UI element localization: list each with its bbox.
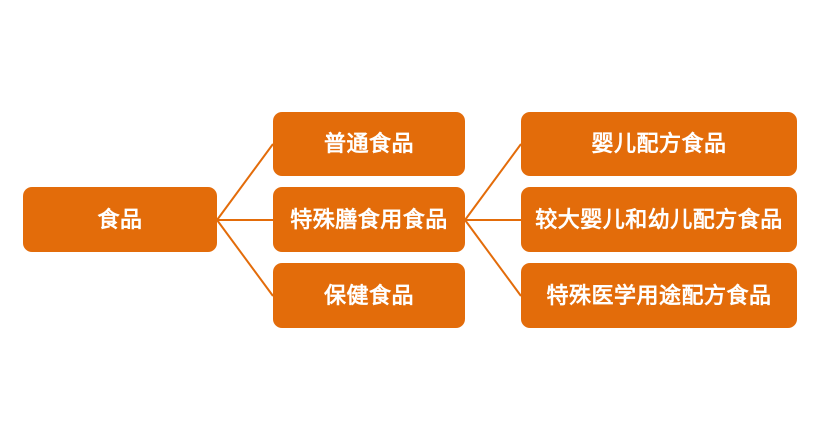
node-older-infant-toddler-formula-food: 较大婴儿和幼儿配方食品 <box>521 187 797 252</box>
node-food: 食品 <box>23 187 217 252</box>
node-health-food-label: 保健食品 <box>323 282 414 308</box>
node-older-infant-toddler-formula-food-label: 较大婴儿和幼儿配方食品 <box>535 206 783 232</box>
node-health-food: 保健食品 <box>273 263 465 328</box>
node-infant-formula-food-label: 婴儿配方食品 <box>591 131 727 156</box>
connector-root-to-ordinary-food <box>216 143 274 221</box>
node-special-dietary-food-label: 特殊膳食用食品 <box>290 206 448 232</box>
node-special-medical-purpose-formula-food: 特殊医学用途配方食品 <box>521 263 797 328</box>
connector-special-dietary-to-medical-formula <box>464 219 522 297</box>
node-ordinary-food: 普通食品 <box>273 112 465 176</box>
node-food-label: 食品 <box>97 206 143 232</box>
node-ordinary-food-label: 普通食品 <box>323 131 414 156</box>
node-infant-formula-food: 婴儿配方食品 <box>521 112 797 176</box>
connector-special-dietary-to-infant-formula <box>464 143 522 221</box>
node-special-medical-purpose-formula-food-label: 特殊医学用途配方食品 <box>546 282 772 308</box>
connector-root-to-health-food <box>216 219 274 297</box>
node-special-dietary-food: 特殊膳食用食品 <box>273 187 465 252</box>
